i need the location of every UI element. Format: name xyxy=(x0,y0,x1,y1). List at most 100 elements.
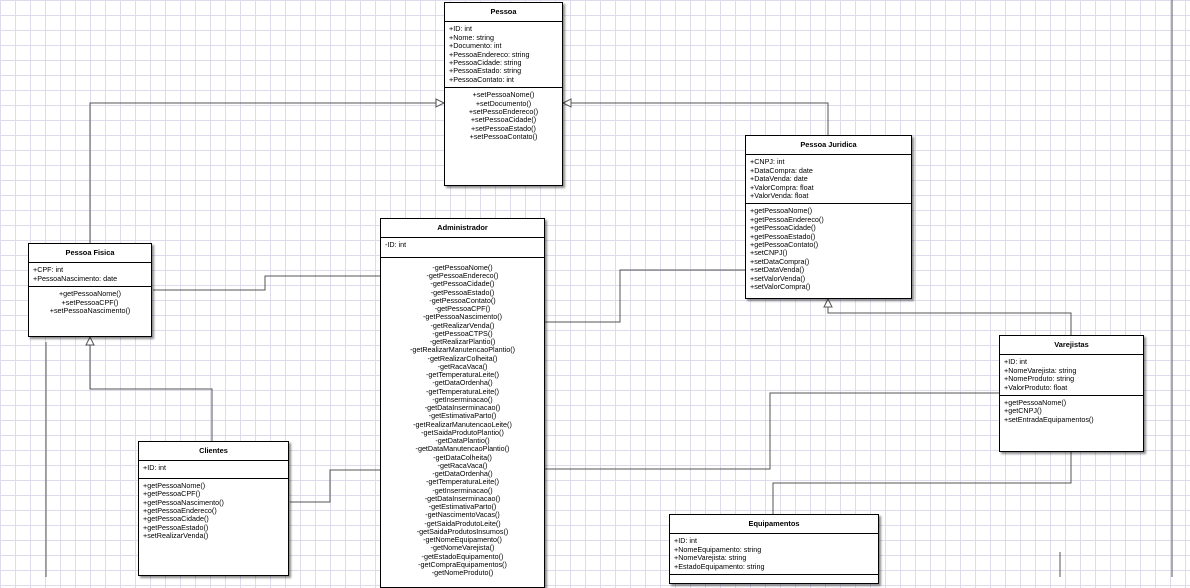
attribute-item: +DataCompra: date xyxy=(750,166,813,175)
attribute-item: +Nome: string xyxy=(449,33,494,42)
method-item: +setPessoaEstado() xyxy=(471,124,536,133)
method-item: -getNomeVarejista() xyxy=(430,544,495,553)
class-title: Clientes xyxy=(139,442,288,462)
assoc-admin-clientes xyxy=(290,469,380,503)
method-item: -getDataOrdenha() xyxy=(432,379,493,388)
assoc-admin-fisica xyxy=(153,275,380,291)
arrowhead-into-juridica xyxy=(823,297,833,308)
class-title: Administrador xyxy=(381,219,544,239)
class-varejistas[interactable]: Varejistas +ID: int+NomeVarejista: strin… xyxy=(999,335,1144,452)
method-item: +setEntradaEquipamentos() xyxy=(1004,415,1094,424)
attribute-item: +CNPJ: int xyxy=(750,158,785,167)
method-item: -getRealizarManutencaoPlantio() xyxy=(409,346,516,355)
method-item: -getRealizarManutencaoLeite() xyxy=(413,420,512,429)
attribute-list: +ID: int+NomeEquipamento: string+NomeVar… xyxy=(670,534,878,576)
method-item: -getRacaVaca() xyxy=(437,362,488,371)
class-title: Pessoa Juridica xyxy=(746,136,911,156)
class-pessoa-juridica[interactable]: Pessoa Juridica +CNPJ: int+DataCompra: d… xyxy=(745,135,912,299)
method-list: +getPessoaNome()+getPessoaEndereco()+get… xyxy=(746,204,911,294)
attribute-item: +NomeProduto: string xyxy=(1004,375,1075,384)
assoc-admin-juridica xyxy=(545,269,745,323)
generalization-juridica-to-pessoa xyxy=(566,102,829,135)
attribute-item: +DataVenda: date xyxy=(750,175,808,184)
method-item: +setValorCompra() xyxy=(750,283,811,292)
attribute-item: +PessoaEstado: string xyxy=(449,67,522,76)
attribute-item: +ValorCompra: float xyxy=(750,183,814,192)
class-pessoa-fisica[interactable]: Pessoa Fisica +CPF: int+PessoaNascimento… xyxy=(28,243,152,337)
method-item: -getDataOrdenha() xyxy=(432,470,493,479)
attribute-item: +PessoaContato: int xyxy=(449,75,514,84)
method-item: +setValorVenda() xyxy=(750,274,806,283)
method-list: +getPessoaNome()+getCNPJ()+setEntradaEqu… xyxy=(1000,396,1143,427)
method-item: -getDataManutencaoPlantio() xyxy=(415,445,510,454)
method-item: -getDataInserminacao() xyxy=(424,494,501,503)
attribute-item: +PessoaNascimento: date xyxy=(33,274,118,283)
method-item: -getSaidaProdutoLeite() xyxy=(424,519,501,528)
method-item: +setPessoaContato() xyxy=(469,133,538,142)
assoc-admin-varejistas xyxy=(545,392,999,470)
method-list: +setPessoaNome()+setDocumento()+setPesso… xyxy=(445,88,562,144)
method-item: +getPessoaCPF() xyxy=(143,490,201,499)
method-item: +getPessoaCidade() xyxy=(143,515,209,524)
method-item: +setRealizarVenda() xyxy=(143,532,209,541)
assoc-varejistas-equipamentos xyxy=(772,452,1072,514)
attribute-list: +CPF: int+PessoaNascimento: date xyxy=(29,263,151,288)
attribute-list: +ID: int+Nome: string+Documento: int+Pes… xyxy=(445,22,562,89)
arrowhead-into-fisica xyxy=(85,335,95,346)
method-item: -getPessoaNome() xyxy=(432,263,493,272)
class-clientes[interactable]: Clientes +ID: int +getPessoaNome()+getPe… xyxy=(138,441,289,576)
attribute-item: +ID: int xyxy=(674,537,697,546)
method-item: +setPessoEndereco() xyxy=(468,108,539,117)
method-item: +setPessoaCidade() xyxy=(470,116,537,125)
method-item: -getSaidaProdutoPlantio() xyxy=(421,428,504,437)
method-item: -getNascimentoVacas() xyxy=(425,511,500,520)
method-item: +setCNPJ() xyxy=(750,249,788,258)
method-item: -getEstimativaParto() xyxy=(428,412,497,421)
generalization-clientes-to-fisica xyxy=(89,342,213,441)
class-title: Equipamentos xyxy=(670,515,878,535)
method-item: +getPessoaNascimento() xyxy=(143,498,224,507)
method-item: -getRealizarVenda() xyxy=(430,321,495,330)
method-list: -getPessoaNome()-getPessoaEndereco()-get… xyxy=(381,258,544,581)
class-title: Pessoa Fisica xyxy=(29,244,151,264)
method-item: -getPessoaContato() xyxy=(429,296,496,305)
arrowhead-into-pessoa-right xyxy=(561,98,572,108)
attribute-list: -ID: int xyxy=(381,238,544,258)
method-item: +getPessoaNome() xyxy=(143,481,206,490)
method-item: +setDocumento() xyxy=(475,99,532,108)
method-item: +getPessoaNome() xyxy=(58,290,122,299)
attribute-item: +ID: int xyxy=(1004,358,1027,367)
attribute-item: +CPF: int xyxy=(33,266,64,275)
method-item: +getPessoaNome() xyxy=(1004,399,1067,408)
method-item: -getPessoaCTPS() xyxy=(432,329,493,338)
class-equipamentos[interactable]: Equipamentos +ID: int+NomeEquipamento: s… xyxy=(669,514,879,584)
attribute-item: +NomeEquipamento: string xyxy=(674,545,762,554)
attribute-item: +ID: int xyxy=(449,25,472,34)
method-item: +getPessoaContato() xyxy=(750,241,819,250)
attribute-list: +ID: int+NomeVarejista: string+NomeProdu… xyxy=(1000,355,1143,397)
method-item: +getPessoaEndereco() xyxy=(143,507,217,516)
class-title: Pessoa xyxy=(445,3,562,23)
method-item: -getSaidaProdutosInsumos() xyxy=(416,527,509,536)
class-title: Varejistas xyxy=(1000,336,1143,356)
attribute-item: +ValorProduto: float xyxy=(1004,383,1068,392)
class-administrador[interactable]: Administrador -ID: int -getPessoaNome()-… xyxy=(380,218,545,588)
method-item: -getEstimativaParto() xyxy=(428,503,497,512)
generalization-fisica-to-pessoa xyxy=(89,102,441,243)
method-list: +getPessoaNome()+setPessoaCPF()+setPesso… xyxy=(29,287,151,318)
method-item: -getCompraEquipamentos() xyxy=(418,560,507,569)
attribute-item: +EstadoEquipamento: string xyxy=(674,562,765,571)
method-item: +setPessoaCPF() xyxy=(61,298,119,307)
method-item: +getPessoaEstado() xyxy=(750,232,816,241)
attribute-item: +NomeVarejista: string xyxy=(1004,366,1077,375)
attribute-item: +ID: int xyxy=(143,464,166,473)
method-item: -getPessoaNascimento() xyxy=(422,313,503,322)
method-item: -getPessoaCidade() xyxy=(430,280,495,289)
method-item: -getRealizarPlantio() xyxy=(429,338,496,347)
method-item: -getInserminacao() xyxy=(432,486,493,495)
method-item: -getDataPlantio() xyxy=(435,437,490,446)
method-item: +getPessoaEndereco() xyxy=(750,215,824,224)
attribute-item: -ID: int xyxy=(385,241,407,250)
class-pessoa[interactable]: Pessoa +ID: int+Nome: string+Documento: … xyxy=(444,2,563,186)
method-item: +setDataCompra() xyxy=(750,257,810,266)
